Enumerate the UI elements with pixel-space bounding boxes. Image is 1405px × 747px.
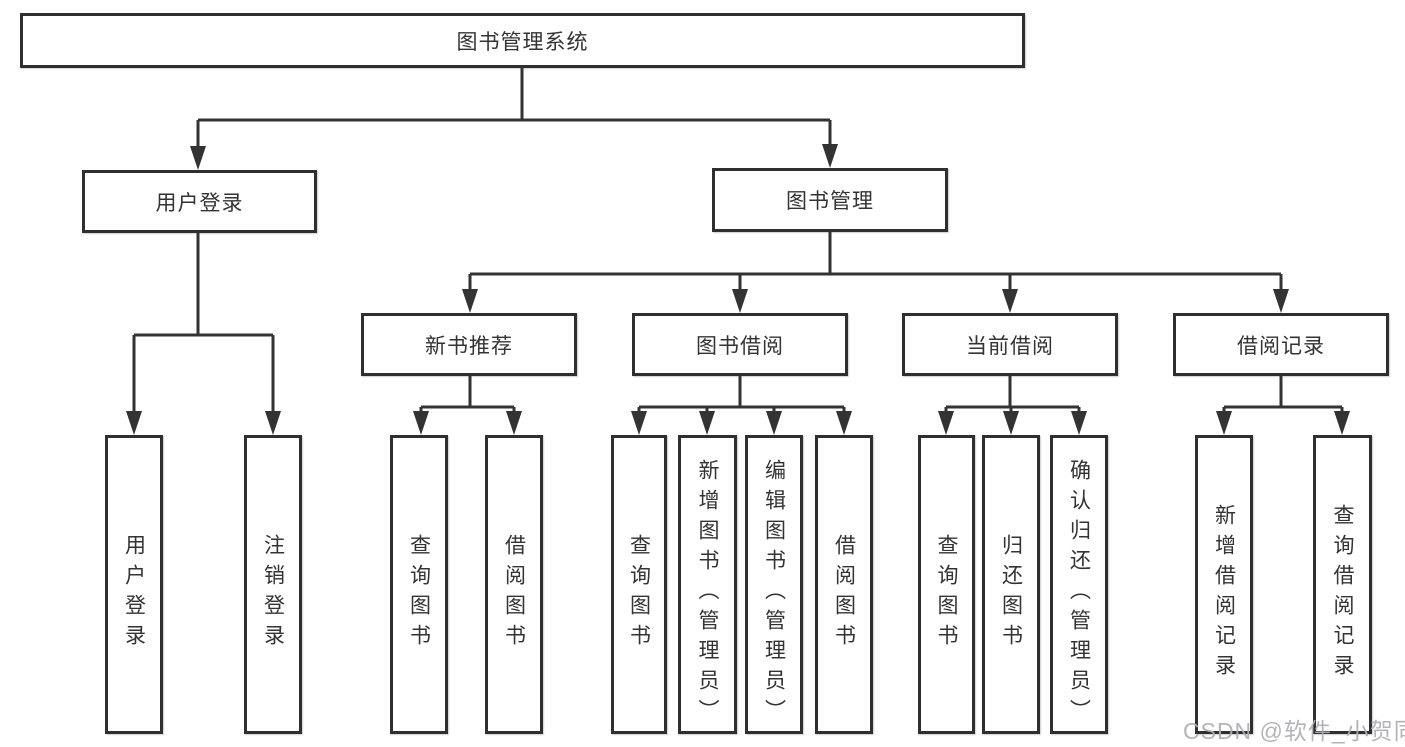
watermark: CSDN @软件_小贺同学	[1183, 718, 1405, 744]
leaf-label: 编辑图书（管理员）	[762, 458, 786, 729]
leaf-label: 用户登录	[122, 533, 146, 654]
leaf-label: 查询图书	[935, 533, 958, 654]
node-book-borrow: 图书借阅	[632, 313, 848, 376]
leaf-add-book-admin: 新增图书（管理员）	[678, 435, 737, 734]
node-borrow-records: 借阅记录	[1173, 313, 1389, 376]
leaf-user-login: 用户登录	[105, 435, 163, 734]
leaf-search-borrow-record: 查询借阅记录	[1313, 435, 1372, 734]
leaf-label: 归还图书	[999, 533, 1023, 654]
leaf-label: 查询图书	[627, 533, 651, 654]
node-user-login: 用户登录	[82, 170, 317, 233]
leaf-borrow-books: 借阅图书	[815, 435, 873, 734]
leaf-label: 新增图书（管理员）	[696, 458, 719, 729]
leaf-add-borrow-record: 新增借阅记录	[1195, 435, 1253, 734]
leaf-search-books-borrow: 查询图书	[611, 435, 667, 734]
node-book-management: 图书管理	[712, 168, 948, 232]
leaf-label: 注销登录	[261, 533, 285, 654]
leaf-edit-book-admin: 编辑图书（管理员）	[745, 435, 803, 734]
leaf-label: 借阅图书	[832, 533, 856, 654]
leaf-return-book: 归还图书	[982, 435, 1040, 734]
leaf-search-books-current: 查询图书	[918, 435, 975, 734]
node-new-book-recommend: 新书推荐	[361, 313, 577, 376]
leaf-confirm-return-admin: 确认归还（管理员）	[1050, 435, 1108, 734]
leaf-label: 查询图书	[407, 533, 431, 654]
leaf-search-books-recommend: 查询图书	[390, 435, 448, 734]
leaf-label: 确认归还（管理员）	[1067, 458, 1091, 729]
node-current-borrow: 当前借阅	[902, 313, 1118, 376]
leaf-label: 新增借阅记录	[1212, 503, 1236, 684]
leaf-logout: 注销登录	[244, 435, 302, 734]
leaf-label: 查询借阅记录	[1331, 503, 1354, 684]
node-root-system: 图书管理系统	[20, 13, 1025, 68]
leaf-label: 借阅图书	[502, 533, 526, 654]
arrowheads	[126, 144, 1350, 435]
leaf-borrow-books-recommend: 借阅图书	[485, 435, 543, 734]
